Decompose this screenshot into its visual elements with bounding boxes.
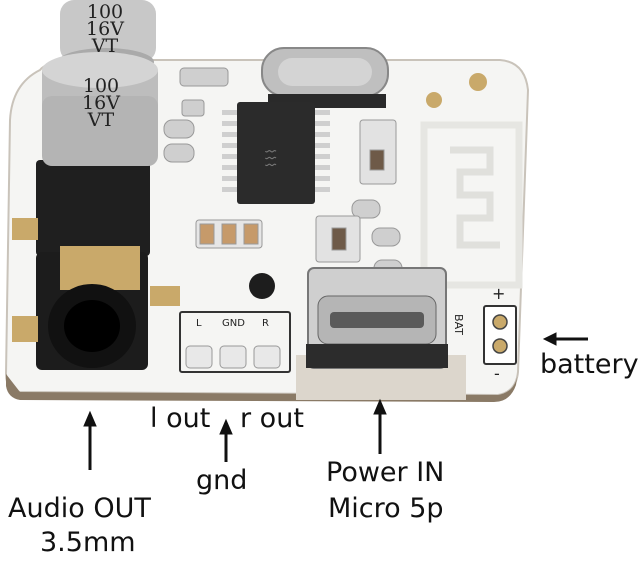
silk-channel-l: L [196, 318, 202, 329]
output-pads [179, 311, 291, 373]
audio-jack [12, 160, 180, 370]
label-audio-out: Audio OUT [8, 493, 151, 524]
svg-text:⌇⌇⌇: ⌇⌇⌇ [264, 148, 280, 169]
pad [426, 92, 442, 108]
label-battery: battery [540, 349, 639, 380]
main-chip: ⌇⌇⌇ [222, 102, 330, 204]
label-r-out: r out [240, 403, 304, 434]
antenna-trace [420, 121, 523, 289]
silk-channel-gnd: GND [222, 318, 245, 329]
silk-bat: BAT [451, 314, 465, 335]
label-gnd: gnd [196, 465, 248, 496]
label-3-5mm: 3.5mm [40, 527, 136, 558]
capacitor-bottom [42, 52, 158, 166]
label-micro-5p: Micro 5p [328, 493, 444, 524]
silk-channel-r: R [262, 318, 269, 329]
annotation-arrows [83, 332, 588, 470]
silk-bat-minus: - [494, 364, 500, 383]
pad [469, 73, 487, 91]
crystal-oscillator [261, 47, 389, 108]
mounting-hole [249, 273, 275, 299]
micro-usb-connector [306, 267, 448, 369]
label-l-out: l out [150, 403, 211, 434]
label-power-in: Power IN [326, 457, 445, 488]
capacitor-bottom-label: 100 16V VT [82, 75, 120, 131]
smd-components [163, 67, 403, 279]
capacitor-top-label: 100 16V VT [86, 1, 124, 57]
battery-pads [483, 305, 517, 365]
silk-bat-plus: + [492, 284, 506, 303]
